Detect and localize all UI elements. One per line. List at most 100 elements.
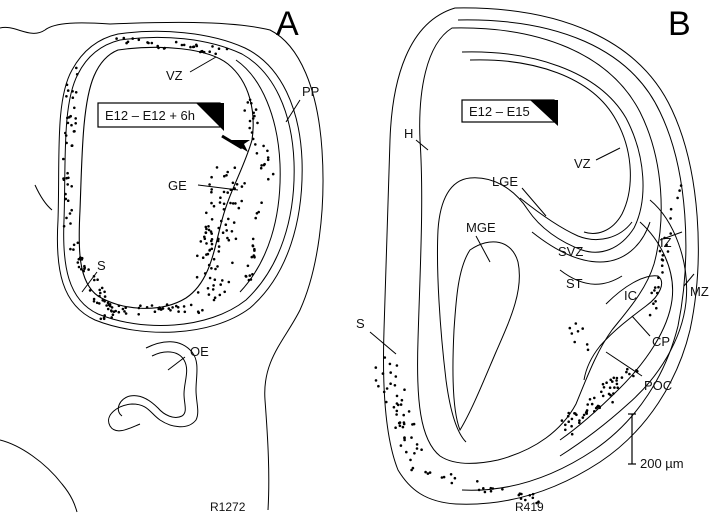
panel-a-cell-dot	[102, 317, 106, 321]
panel-a-cell-dot	[101, 299, 104, 302]
panel-a-cell-dot	[251, 244, 255, 247]
panel-b-cell-dot	[528, 494, 532, 497]
panel-a-cell-dot	[177, 310, 180, 313]
panel-a-cell-dot	[266, 149, 269, 153]
panel-a-cell-dot	[66, 89, 70, 92]
panel-b-cell-dot	[385, 400, 388, 404]
panel-a-cell-dot	[226, 170, 229, 174]
panel-a-cell-dot	[79, 256, 82, 259]
panel-a-cell-dot	[248, 119, 252, 123]
panel-a-cell-dot	[64, 192, 67, 196]
panel-b-cell-dot	[400, 398, 404, 402]
panel-b-cell-dot	[648, 313, 652, 317]
panel-a-cell-dot	[70, 144, 74, 147]
panel-b-cell-dot	[612, 376, 616, 380]
panel-a-cell-dot	[205, 227, 208, 231]
panel-a-oe-leader	[167, 356, 186, 371]
panel-b-mz-leader	[683, 273, 695, 287]
panel-b-label-poc: POC	[644, 378, 672, 393]
panel-a-cell-dot	[256, 121, 259, 125]
panel-a-cell-dot	[195, 275, 199, 279]
panel-b-cell-dot	[602, 386, 606, 389]
panel-a-cell-dot	[99, 317, 103, 321]
panel-b-cell-dot	[450, 481, 454, 485]
panel-b-cell-dot	[560, 419, 564, 422]
panel-b-cell-dot	[669, 207, 673, 211]
panel-b-cell-dot	[402, 421, 406, 424]
panel-b-cell-dot	[585, 409, 589, 412]
panel-b-cell-dot	[573, 340, 576, 344]
panel-a-cell-dot	[121, 307, 125, 311]
panel-b-cell-dot	[383, 356, 387, 359]
panel-b-cell-dot	[374, 379, 378, 382]
panel-a-cell-dot	[95, 301, 99, 305]
panel-a-cell-dot	[70, 208, 73, 212]
panel-a-cell-dot	[215, 166, 219, 169]
panel-a-cell-dot	[201, 256, 205, 260]
panel-a-cell-dot	[88, 289, 92, 292]
panel-b-cell-dot	[382, 390, 386, 394]
panel-b-cell-dot	[426, 472, 430, 475]
panel-a-cell-dot	[207, 293, 211, 296]
panel-b-cell-dot	[605, 381, 608, 385]
panel-b-vz	[436, 51, 644, 443]
panel-a-cell-dot	[221, 279, 224, 282]
panel-b-cell-dot	[428, 471, 432, 474]
panel-a-cell-dot	[105, 304, 108, 307]
panel-b-cell-dot	[657, 285, 660, 289]
panel-a-cell-dot	[122, 36, 126, 40]
panel-a-cell-dot	[254, 216, 257, 220]
panel-a-cell-dot	[251, 137, 255, 141]
panel-a-cell-dot	[260, 164, 263, 167]
panel-b-cell-dot	[564, 428, 567, 432]
panel-a-cell-dot	[64, 134, 68, 137]
panel-b-cp-leader	[631, 315, 651, 337]
panel-a-cell-dot	[227, 238, 231, 242]
panel-a-cell-dot	[252, 111, 255, 115]
panel-a-cell-dot	[224, 223, 228, 226]
panel-b-cell-dot	[575, 413, 578, 417]
panel-b-cell-dot	[388, 362, 392, 366]
panel-b-cell-dot	[410, 468, 413, 472]
panel-a-cell-dot	[222, 208, 226, 211]
panel-a-cell-dot	[248, 126, 251, 130]
panel-a-cell-dot	[196, 254, 199, 258]
panel-b-cell-dot	[652, 302, 655, 306]
panel-b-cell-dot	[415, 447, 419, 450]
panel-a-cell-dot	[211, 45, 214, 48]
panel-b-cell-dot	[374, 366, 378, 369]
panel-a-cell-dot	[251, 117, 255, 120]
panel-a-cell-dot	[80, 267, 83, 271]
panel-a-cell-dot	[255, 152, 259, 155]
panel-a-cell-dot	[110, 306, 114, 309]
panel-a-cell-dot	[72, 130, 76, 133]
panel-b-cell-dot	[393, 384, 397, 387]
panel-a-cell-dot	[225, 174, 228, 177]
panel-a-cell-dot	[244, 275, 248, 278]
panel-b-cell-dot	[657, 276, 660, 280]
panel-a-cell-dot	[93, 278, 96, 282]
panel-a-left-edge	[34, 184, 53, 211]
panel-b-cell-dot	[440, 476, 444, 479]
panel-a-cell-dot	[216, 239, 220, 243]
panel-a-arrow-shaft	[221, 134, 243, 150]
panel-b-cell-dot	[609, 378, 612, 382]
panel-b-label-vz: VZ	[574, 156, 591, 171]
panel-a-cell-dot	[212, 284, 215, 287]
panel-b-cell-dot	[611, 380, 614, 383]
panel-a-cell-dot	[126, 40, 130, 44]
panel-a-cell-dot	[158, 307, 162, 310]
panel-b-cell-dot	[477, 488, 481, 492]
panel-a-badge-corner-icon	[196, 103, 224, 131]
panel-a-cell-dot	[205, 242, 208, 245]
panel-a-cell-dot	[80, 258, 84, 261]
panel-a-cell-dot	[254, 143, 257, 146]
panel-a-cell-dot	[153, 310, 157, 314]
panel-b-cell-dot	[611, 400, 614, 404]
panel-a-cell-dot	[71, 90, 74, 93]
panel-a-cell-dot	[65, 216, 68, 220]
panel-a-pial-2	[63, 36, 295, 326]
panel-b-cell-dot	[570, 417, 574, 421]
panel-b-cell-dot	[615, 376, 619, 380]
panel-a-cell-dot	[217, 250, 221, 253]
